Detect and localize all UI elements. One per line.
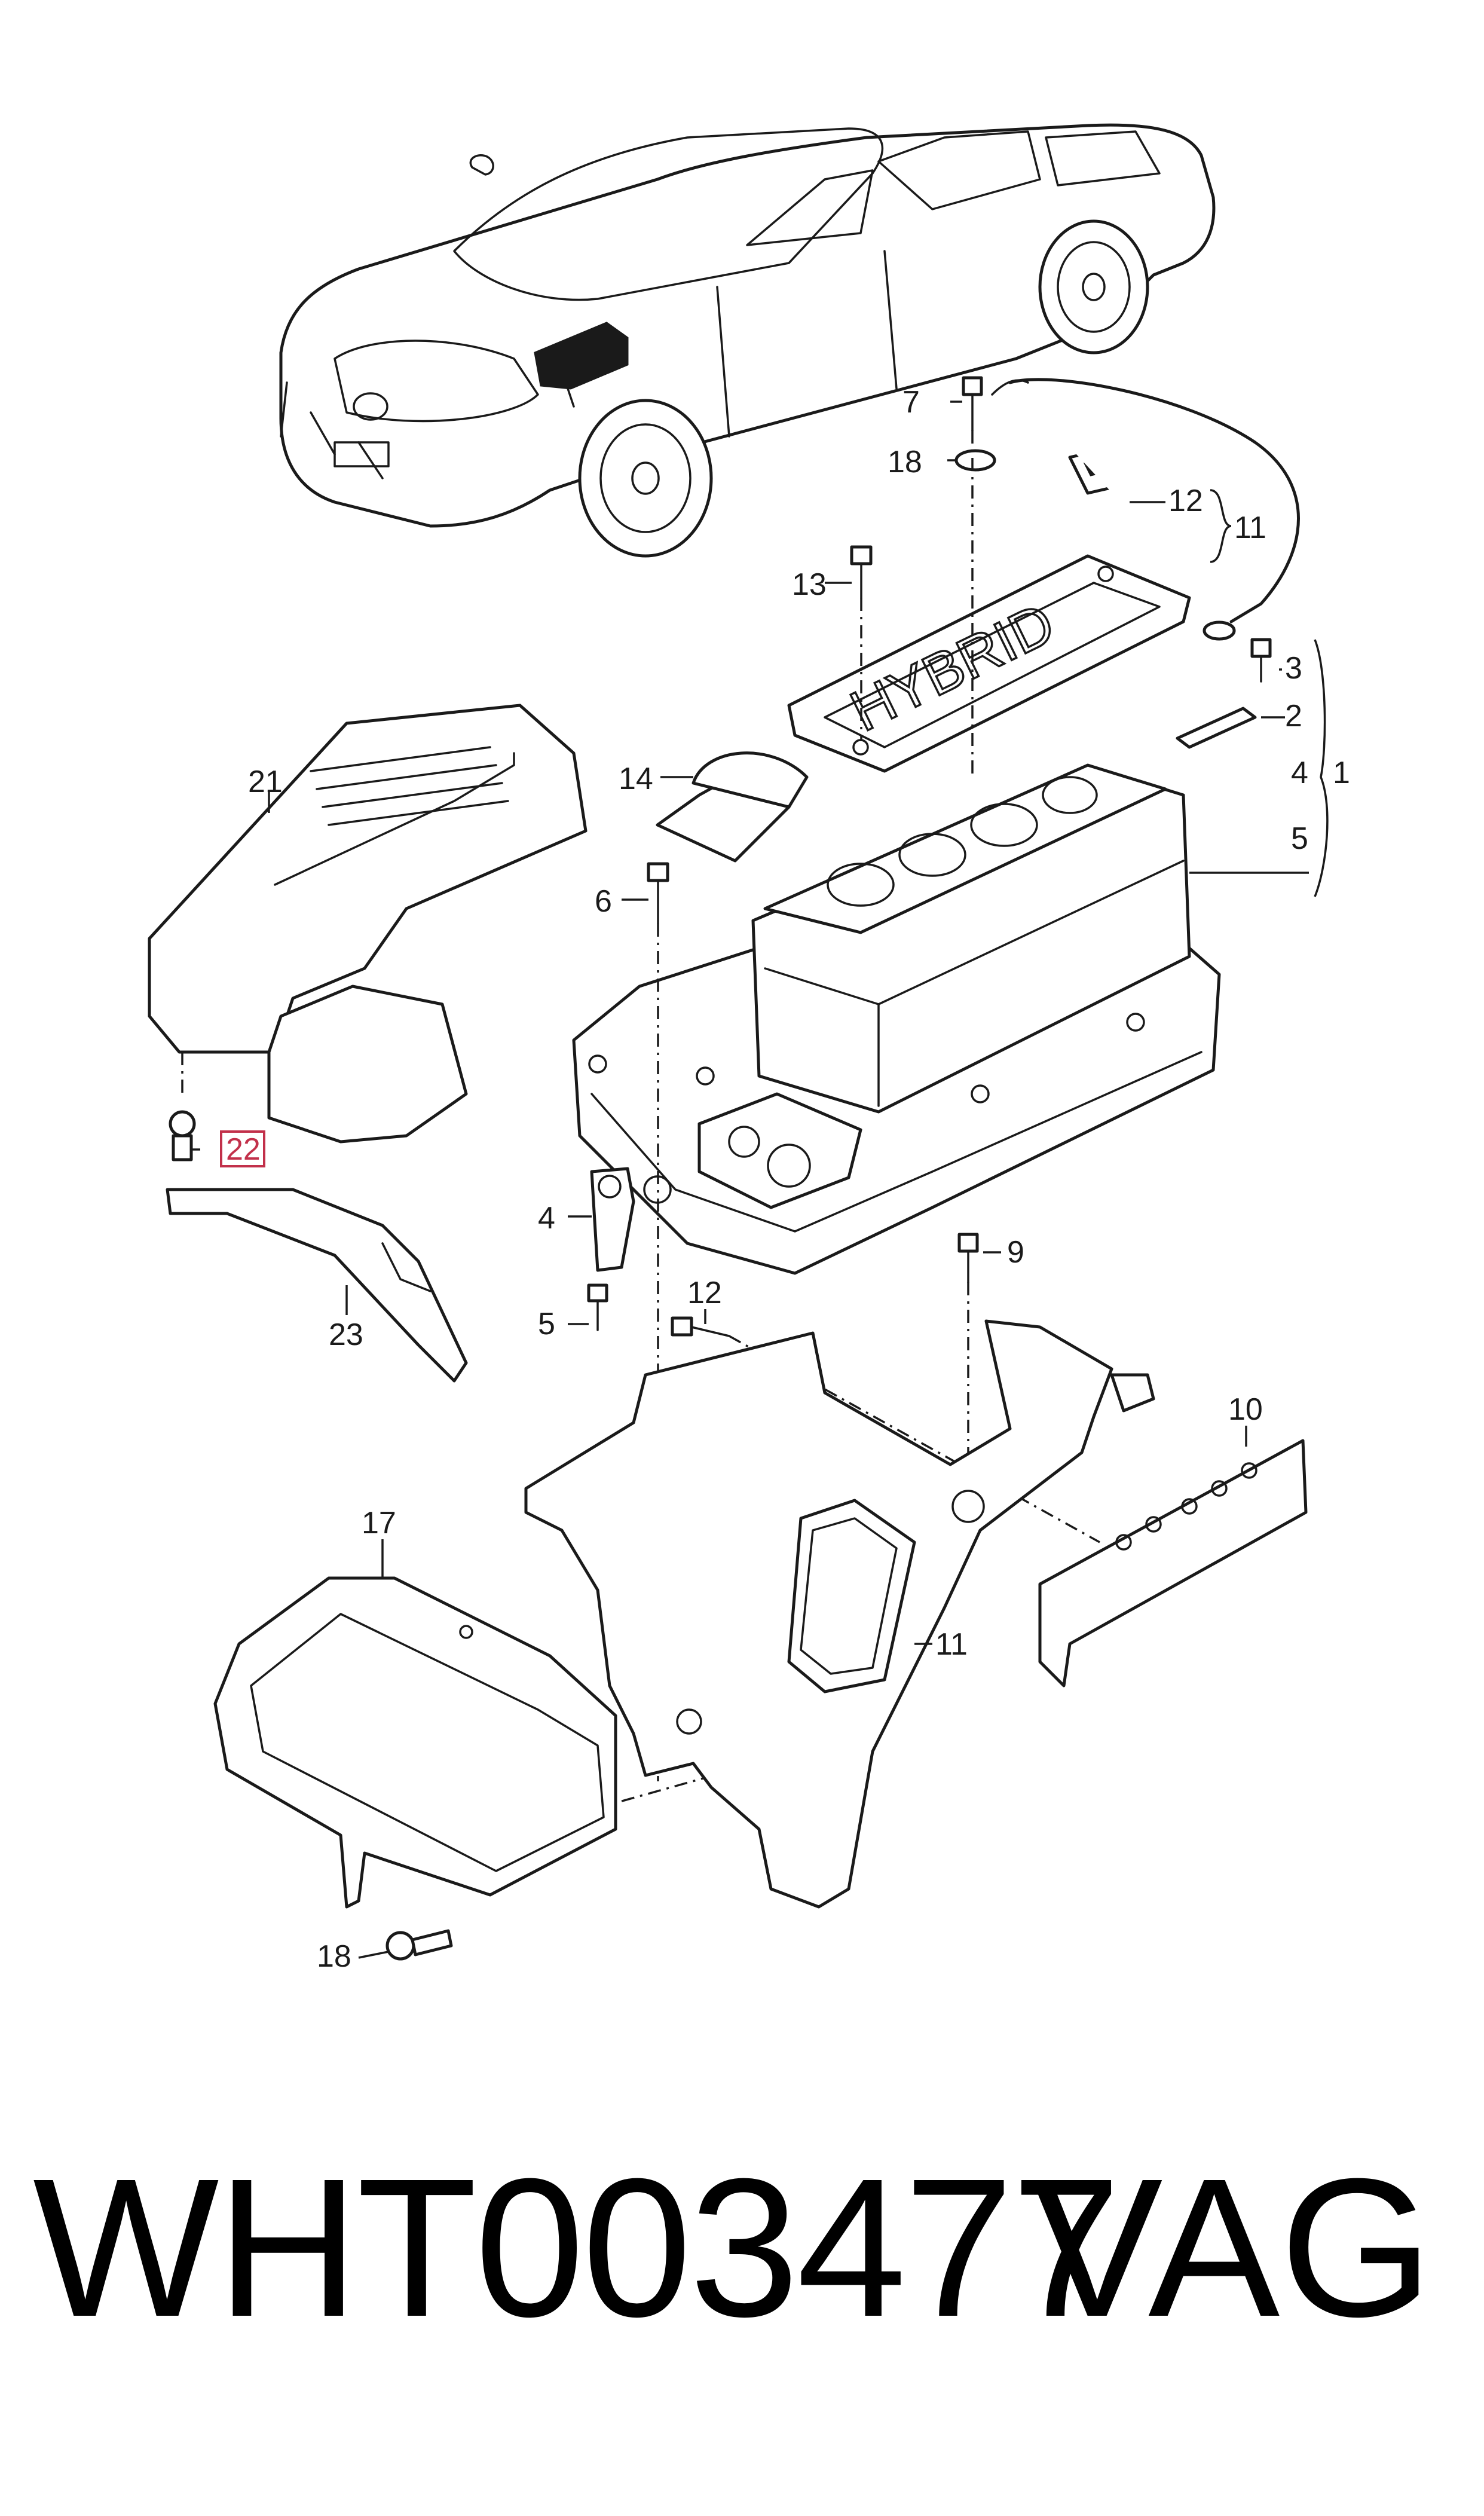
footer: WHT003477 VAG xyxy=(0,2128,1484,2379)
callout-5: 5 xyxy=(538,1307,555,1341)
callout-2: 2 xyxy=(1285,699,1302,733)
stud-22 xyxy=(169,1110,196,1161)
callout-22-highlight-box xyxy=(220,1130,265,1167)
bolt-5 xyxy=(587,1283,608,1331)
part-number: WHT003477 xyxy=(33,2137,1121,2358)
bolt-18 xyxy=(385,1929,453,1961)
callout-18: 18 xyxy=(317,1939,351,1974)
support-bracket xyxy=(166,1188,468,1383)
sensor-4 xyxy=(590,1167,635,1272)
callout-labels: 7 18 12 11 13 3 2 4 1 5 14 21 6 22 4 9 1… xyxy=(220,385,1350,1974)
callout-6: 6 xyxy=(595,884,612,919)
callout-10: 10 xyxy=(1228,1392,1263,1427)
power-electronics-housing xyxy=(572,763,1221,1275)
callout-9: 9 xyxy=(1007,1235,1024,1270)
callout-17: 17 xyxy=(362,1506,396,1540)
callout-5-group: 5 xyxy=(1291,821,1308,856)
mounting-plate xyxy=(1038,1439,1308,1687)
callout-11: 11 xyxy=(935,1627,968,1662)
bolt-9 xyxy=(957,1233,979,1283)
washer-20 xyxy=(954,449,996,472)
lower-cover xyxy=(213,1576,617,1909)
bolt-15 xyxy=(850,545,873,599)
callout-23: 23 xyxy=(329,1317,363,1352)
callout-3: 3 xyxy=(1285,651,1302,686)
vehicle-illustration xyxy=(279,123,1216,558)
terminal-2 xyxy=(1176,707,1257,749)
bolt-12 xyxy=(671,1316,730,1337)
callout-7: 7 xyxy=(902,385,920,420)
hybrid-cover: HYBRID xyxy=(787,554,1191,773)
callout-4: 4 xyxy=(538,1201,555,1236)
callout-13: 11 xyxy=(1234,510,1266,545)
callout-4-group: 4 xyxy=(1291,756,1308,790)
callout-16: 14 xyxy=(619,762,653,796)
mounting-bracket xyxy=(656,751,809,863)
callout-22: 22 xyxy=(226,1132,261,1167)
bolt-3 xyxy=(1250,638,1272,683)
callout-12: 12 xyxy=(687,1276,722,1310)
bolt-6 xyxy=(647,862,669,925)
callout-14: 12 xyxy=(1168,484,1203,518)
callout-1: 1 xyxy=(1333,756,1350,790)
carrier-frame xyxy=(524,1319,1155,1909)
exploded-parts-diagram: HYBRID xyxy=(148,123,1350,1974)
callout-21: 21 xyxy=(248,765,283,799)
brand-name: VAG xyxy=(1031,2137,1433,2358)
ground-cable xyxy=(991,378,1300,641)
callout-20: 18 xyxy=(888,445,922,479)
leader-lines xyxy=(191,401,1329,1959)
callout-15: 13 xyxy=(792,567,827,602)
engine-cover xyxy=(148,704,588,1144)
bolt-7 xyxy=(962,376,983,432)
